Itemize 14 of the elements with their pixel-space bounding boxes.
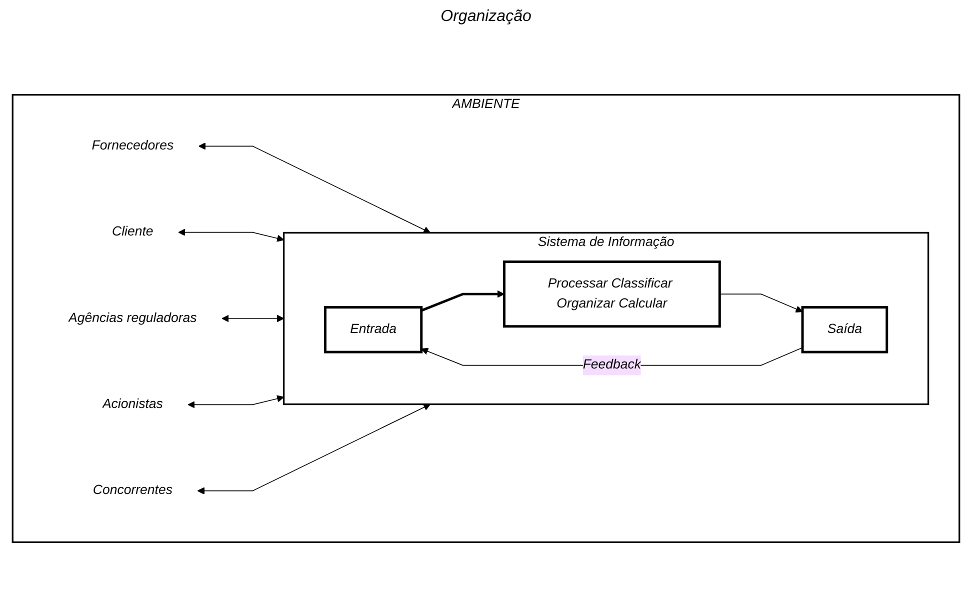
arrow — [188, 395, 284, 408]
node-text: Concorrentes — [92, 483, 172, 498]
arrow — [222, 314, 284, 322]
node-box: Processar Classificar Organizar Calcular — [502, 260, 721, 328]
organization-label: Organização — [440, 8, 532, 25]
node-text: Fornecedores — [92, 138, 174, 153]
arrow — [198, 142, 431, 234]
arrow — [719, 294, 803, 312]
arrow — [197, 404, 431, 494]
arrow — [420, 290, 505, 312]
node-box: Saída — [801, 306, 888, 354]
arrow — [178, 228, 284, 242]
node-text: Cliente — [112, 224, 154, 239]
node-box: Entrada — [324, 306, 423, 354]
